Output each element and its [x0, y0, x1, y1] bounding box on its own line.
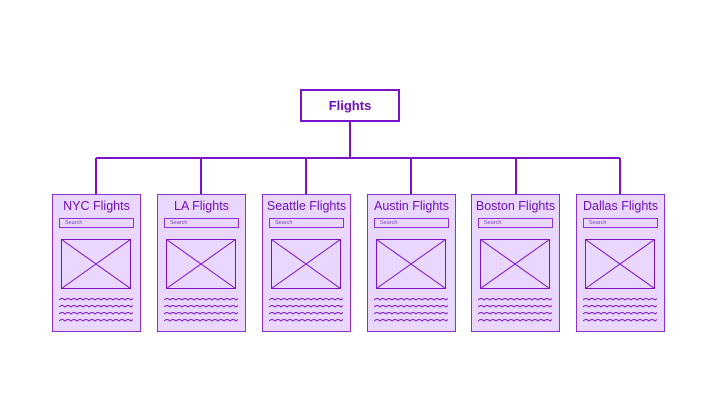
text-lines-placeholder [478, 298, 552, 322]
search-field: Search [269, 218, 344, 228]
image-placeholder-icon [271, 239, 341, 289]
image-placeholder-icon [585, 239, 655, 289]
text-lines-placeholder [59, 298, 133, 322]
text-lines-placeholder [164, 298, 238, 322]
root-node-label: Flights [328, 98, 372, 113]
child-node-title: Boston Flights [475, 199, 556, 213]
child-node-title: Austin Flights [373, 199, 450, 213]
child-node-title: Dallas Flights [582, 199, 659, 213]
text-lines-placeholder [583, 298, 657, 322]
text-lines-placeholder [269, 298, 343, 322]
image-placeholder-icon [166, 239, 236, 289]
search-field: Search [583, 218, 658, 228]
image-placeholder-icon [376, 239, 446, 289]
image-placeholder-icon [480, 239, 550, 289]
text-lines-placeholder [374, 298, 448, 322]
child-node-title: Seattle Flights [266, 199, 347, 213]
search-field: Search [59, 218, 134, 228]
search-field: Search [374, 218, 449, 228]
search-field: Search [478, 218, 553, 228]
search-field: Search [164, 218, 239, 228]
root-node: Flights [300, 89, 400, 122]
child-node-title: LA Flights [174, 199, 229, 213]
child-node-title: NYC Flights [63, 199, 130, 213]
image-placeholder-icon [61, 239, 131, 289]
